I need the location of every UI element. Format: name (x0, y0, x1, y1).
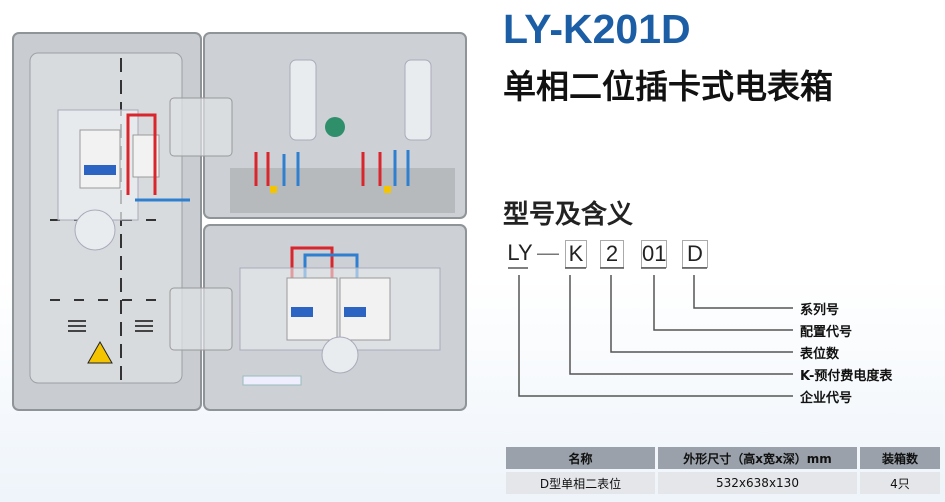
right-box (203, 32, 467, 411)
meaning-series: 系列号 (800, 303, 840, 318)
spec-table: 名称 外形尺寸（高x宽x深）mm 装箱数 D型单相二表位 532x638x130… (503, 444, 943, 497)
code-part-2: 2 (600, 240, 624, 268)
col-pack-qty: 装箱数 (860, 447, 940, 469)
cell-dimensions: 532x638x130 (658, 472, 857, 494)
meaning-prepaid: K-预付费电度表 (800, 369, 893, 384)
col-name: 名称 (506, 447, 655, 469)
cell-name: D型单相二表位 (506, 472, 655, 494)
col-dimensions: 外形尺寸（高x宽x深）mm (658, 447, 857, 469)
cell-pack-qty: 4只 (860, 472, 940, 494)
model-meaning-heading: 型号及含义 (503, 200, 634, 230)
code-dash: — (537, 240, 559, 265)
product-model-title: LY-K201D (503, 6, 691, 52)
code-part-d: D (682, 240, 708, 268)
meaning-config: 配置代号 (800, 325, 853, 340)
code-part-ly: LY (507, 240, 533, 265)
table-row: D型单相二表位 532x638x130 4只 (506, 472, 940, 494)
hinges (169, 97, 233, 351)
product-photo (12, 32, 467, 411)
meaning-meter-count: 表位数 (800, 347, 840, 362)
product-subtitle: 单相二位插卡式电表箱 (503, 67, 833, 106)
code-part-01: 01 (641, 240, 667, 268)
left-door (12, 32, 202, 411)
meaning-company: 企业代号 (800, 391, 853, 406)
table-header-row: 名称 外形尺寸（高x宽x深）mm 装箱数 (506, 447, 940, 469)
warning-icon (87, 340, 113, 364)
